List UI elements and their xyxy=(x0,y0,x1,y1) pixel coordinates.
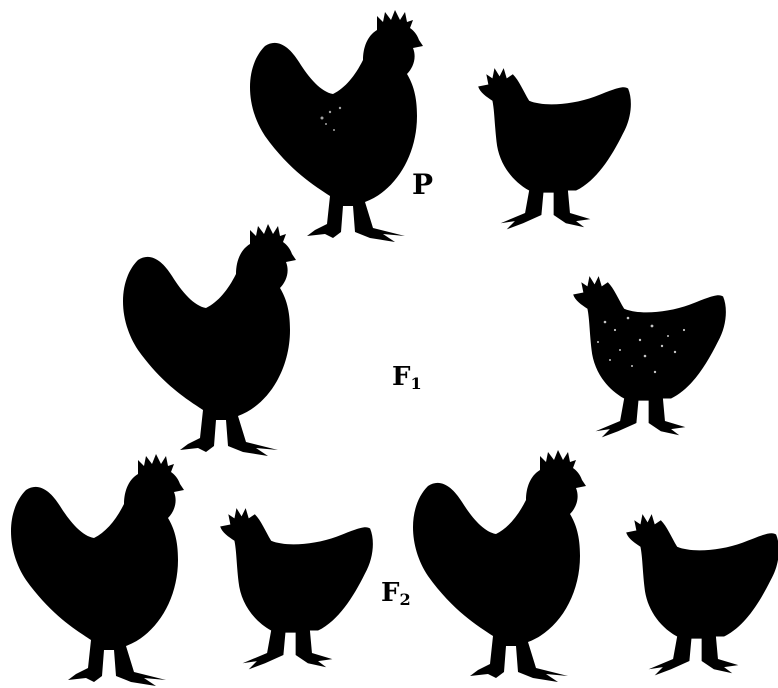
parental-row xyxy=(250,10,631,242)
f1-row xyxy=(123,224,726,456)
f2-rooster-2 xyxy=(413,450,586,682)
generation-label-f1-sub: 1 xyxy=(410,374,421,393)
generation-label-f1: F1 xyxy=(392,362,422,392)
generation-label-f1-main: F xyxy=(392,362,410,392)
f1-hen-speckled xyxy=(573,276,726,437)
p-hen xyxy=(478,68,631,229)
generation-label-p: P xyxy=(412,168,433,201)
generation-label-f2: F2 xyxy=(381,578,411,608)
f2-hen-2 xyxy=(626,514,778,675)
f2-row xyxy=(11,450,778,686)
p-rooster xyxy=(250,10,423,242)
f2-hen-1 xyxy=(220,508,373,669)
f2-rooster-1 xyxy=(11,454,184,686)
generation-label-p-text: P xyxy=(412,168,433,201)
generation-label-f2-main: F xyxy=(381,578,399,608)
generation-label-f2-sub: 2 xyxy=(399,590,410,609)
f1-rooster xyxy=(123,224,296,456)
